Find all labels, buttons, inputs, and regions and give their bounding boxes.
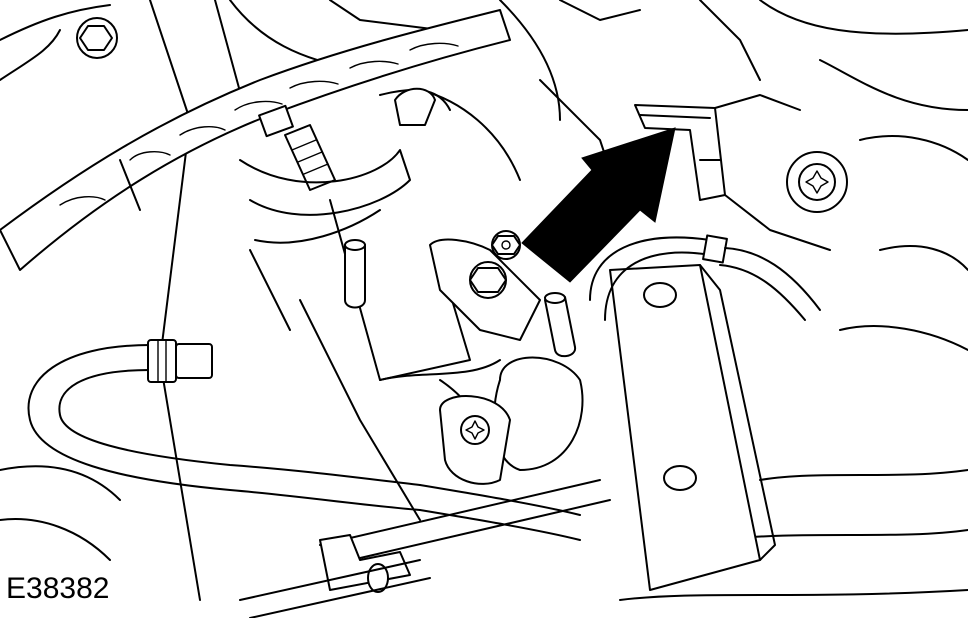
hose-connector-post (258, 104, 336, 191)
nut-icon (491, 230, 521, 260)
torx-bolt-lower (439, 395, 511, 485)
electrical-connector (634, 94, 831, 251)
hex-bolt-top-left (76, 17, 118, 59)
figure-reference-code: E38382 (4, 572, 112, 605)
bolt-icon (469, 261, 507, 299)
rigid-pipe (589, 234, 821, 321)
braided-hose (0, 9, 511, 271)
torx-bolt-upper (786, 151, 848, 213)
arrow-pointer-icon (521, 127, 676, 283)
main-housing-block (239, 87, 471, 381)
hose-end-fitting (147, 339, 213, 383)
vertical-bracket-plate (609, 264, 776, 591)
stud-bolt-left (344, 239, 366, 309)
engine-housing-outlines (0, 0, 968, 601)
curved-hose-lower (27, 344, 581, 541)
stud-bolt-right (544, 292, 577, 358)
lower-pipe-bracket (239, 479, 611, 618)
